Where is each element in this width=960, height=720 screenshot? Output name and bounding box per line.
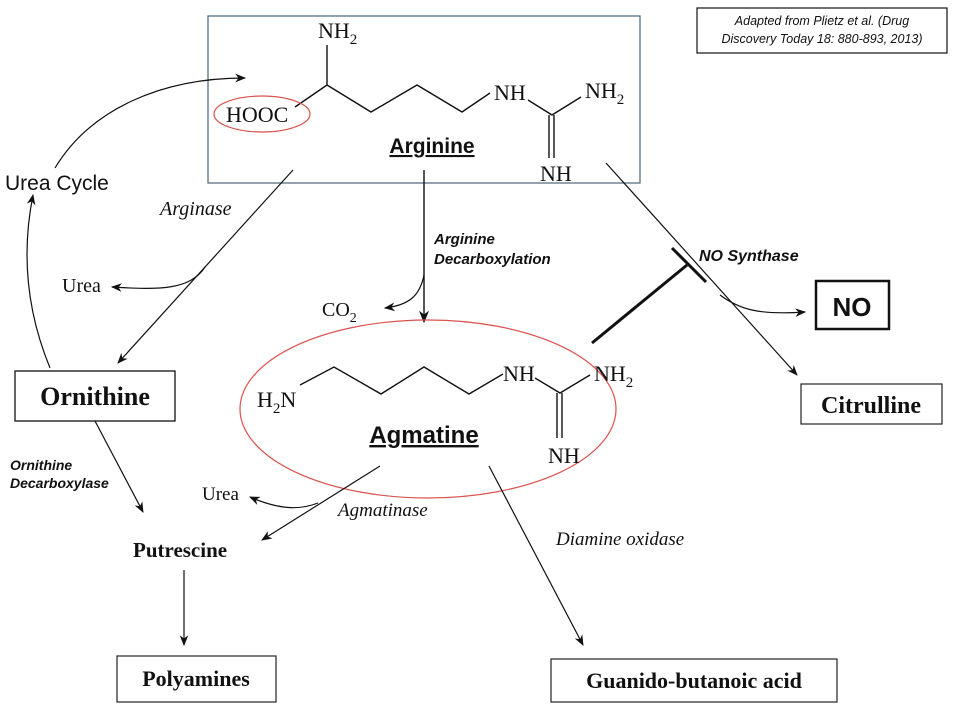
arginine-decarboxylation-label-1: Arginine bbox=[433, 231, 495, 248]
agmatine-nh-bottom: NH bbox=[548, 443, 580, 468]
arginine-nh-bottom: NH bbox=[540, 161, 572, 186]
arginine-label: Arginine bbox=[389, 135, 474, 158]
arginine-to-ornithine-arrow bbox=[117, 169, 294, 364]
agmatine-to-putrescine-arrow bbox=[261, 465, 381, 541]
polyamines-box: Polyamines bbox=[116, 655, 277, 703]
urea-label-1: Urea bbox=[62, 275, 101, 297]
diamine-oxidase-label: Diamine oxidase bbox=[555, 529, 684, 550]
co2-label: CO2 bbox=[322, 299, 357, 326]
arginine-nh: NH bbox=[494, 80, 526, 105]
inhibition-bar bbox=[670, 246, 708, 284]
guanido-butanoic-acid-box: Guanido-butanoic acid bbox=[550, 658, 838, 703]
no-label: NO bbox=[833, 292, 872, 322]
agmatine-nh: NH bbox=[503, 361, 535, 386]
ornithine-decarboxylase-label-1: Ornithine bbox=[10, 457, 72, 473]
arginine-decarboxylation-label-2: Decarboxylation bbox=[434, 251, 551, 268]
arginine-nh2-right: NH2 bbox=[585, 78, 624, 108]
ornithine-to-urea-cycle-arrow bbox=[26, 193, 51, 369]
urea-cycle-label: Urea Cycle bbox=[5, 172, 109, 195]
carboxyl-highlight bbox=[213, 95, 311, 133]
agmatinase-label: Agmatinase bbox=[336, 500, 428, 521]
guanido-butanoic-acid-label: Guanido-butanoic acid bbox=[586, 668, 802, 693]
co2-release-arrow bbox=[383, 274, 425, 312]
urea-cycle-to-arginine-arrow bbox=[54, 73, 247, 169]
no-box: NO bbox=[814, 279, 891, 331]
ornithine-to-putrescine-arrow bbox=[94, 420, 144, 513]
agmatinase-urea-arrow bbox=[249, 496, 319, 509]
citrulline-label: Citrulline bbox=[821, 393, 921, 419]
ornithine-label: Ornithine bbox=[40, 382, 150, 411]
inhibition-line bbox=[591, 263, 688, 345]
citrulline-box: Citrulline bbox=[800, 383, 943, 425]
arginine-hooc: HOOC bbox=[226, 102, 288, 127]
polyamines-label: Polyamines bbox=[142, 666, 250, 691]
agmatine-nh2: NH2 bbox=[594, 361, 633, 391]
citation-line-2: Discovery Today 18: 880-893, 2013) bbox=[721, 32, 922, 46]
putrescine-label: Putrescine bbox=[133, 538, 227, 562]
arginine-nh2-top: NH2 bbox=[318, 18, 357, 48]
arginase-urea-arrow bbox=[110, 266, 206, 292]
agmatine-structure: H2N NH NH2 NH Agmatine bbox=[239, 319, 633, 499]
ornithine-decarboxylase-label-2: Decarboxylase bbox=[10, 475, 109, 491]
agmatine-highlight bbox=[239, 319, 617, 499]
agmatine-h2n: H2N bbox=[257, 387, 296, 417]
arginine-to-citrulline-arrow bbox=[605, 162, 798, 376]
agmatine-to-guanido-arrow bbox=[488, 465, 584, 646]
ornithine-box: Ornithine bbox=[14, 370, 176, 422]
arginase-label: Arginase bbox=[158, 198, 232, 220]
arginine-structure: NH2 HOOC NH NH2 NH Arginine bbox=[207, 15, 641, 186]
agmatine-label: Agmatine bbox=[369, 422, 478, 449]
urea-label-2: Urea bbox=[202, 484, 239, 505]
no-synthase-label: NO Synthase bbox=[699, 248, 799, 265]
citation-line-1: Adapted from Plietz et al. (Drug bbox=[734, 14, 909, 28]
citation-box: Adapted from Plietz et al. (Drug Discove… bbox=[696, 7, 948, 54]
no-release-arrow bbox=[719, 294, 807, 317]
